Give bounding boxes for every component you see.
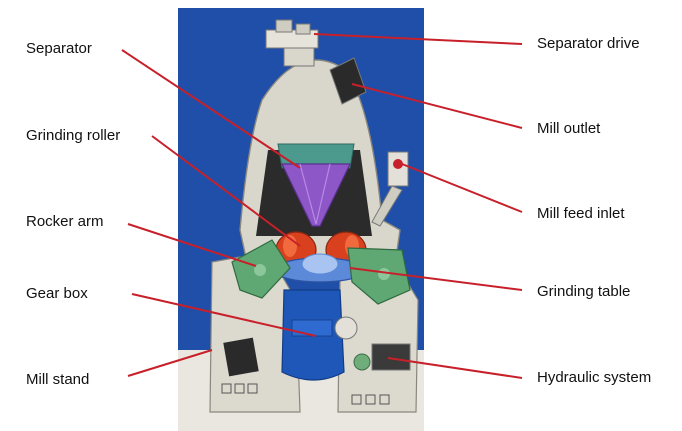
hydraulic-system	[372, 344, 410, 370]
label-mill-feed-inlet: Mill feed inlet	[537, 205, 625, 223]
label-mill-outlet: Mill outlet	[537, 120, 600, 138]
label-separator-drive: Separator drive	[537, 35, 640, 53]
label-hydraulic-system: Hydraulic system	[537, 369, 651, 387]
label-rocker-arm: Rocker arm	[26, 213, 104, 231]
label-mill-stand: Mill stand	[26, 371, 89, 389]
mill-stand-window-left	[223, 338, 258, 377]
label-grinding-roller: Grinding roller	[26, 127, 120, 145]
label-grinding-table: Grinding table	[537, 283, 630, 301]
label-gear-box: Gear box	[26, 285, 88, 303]
label-separator: Separator	[26, 40, 92, 58]
